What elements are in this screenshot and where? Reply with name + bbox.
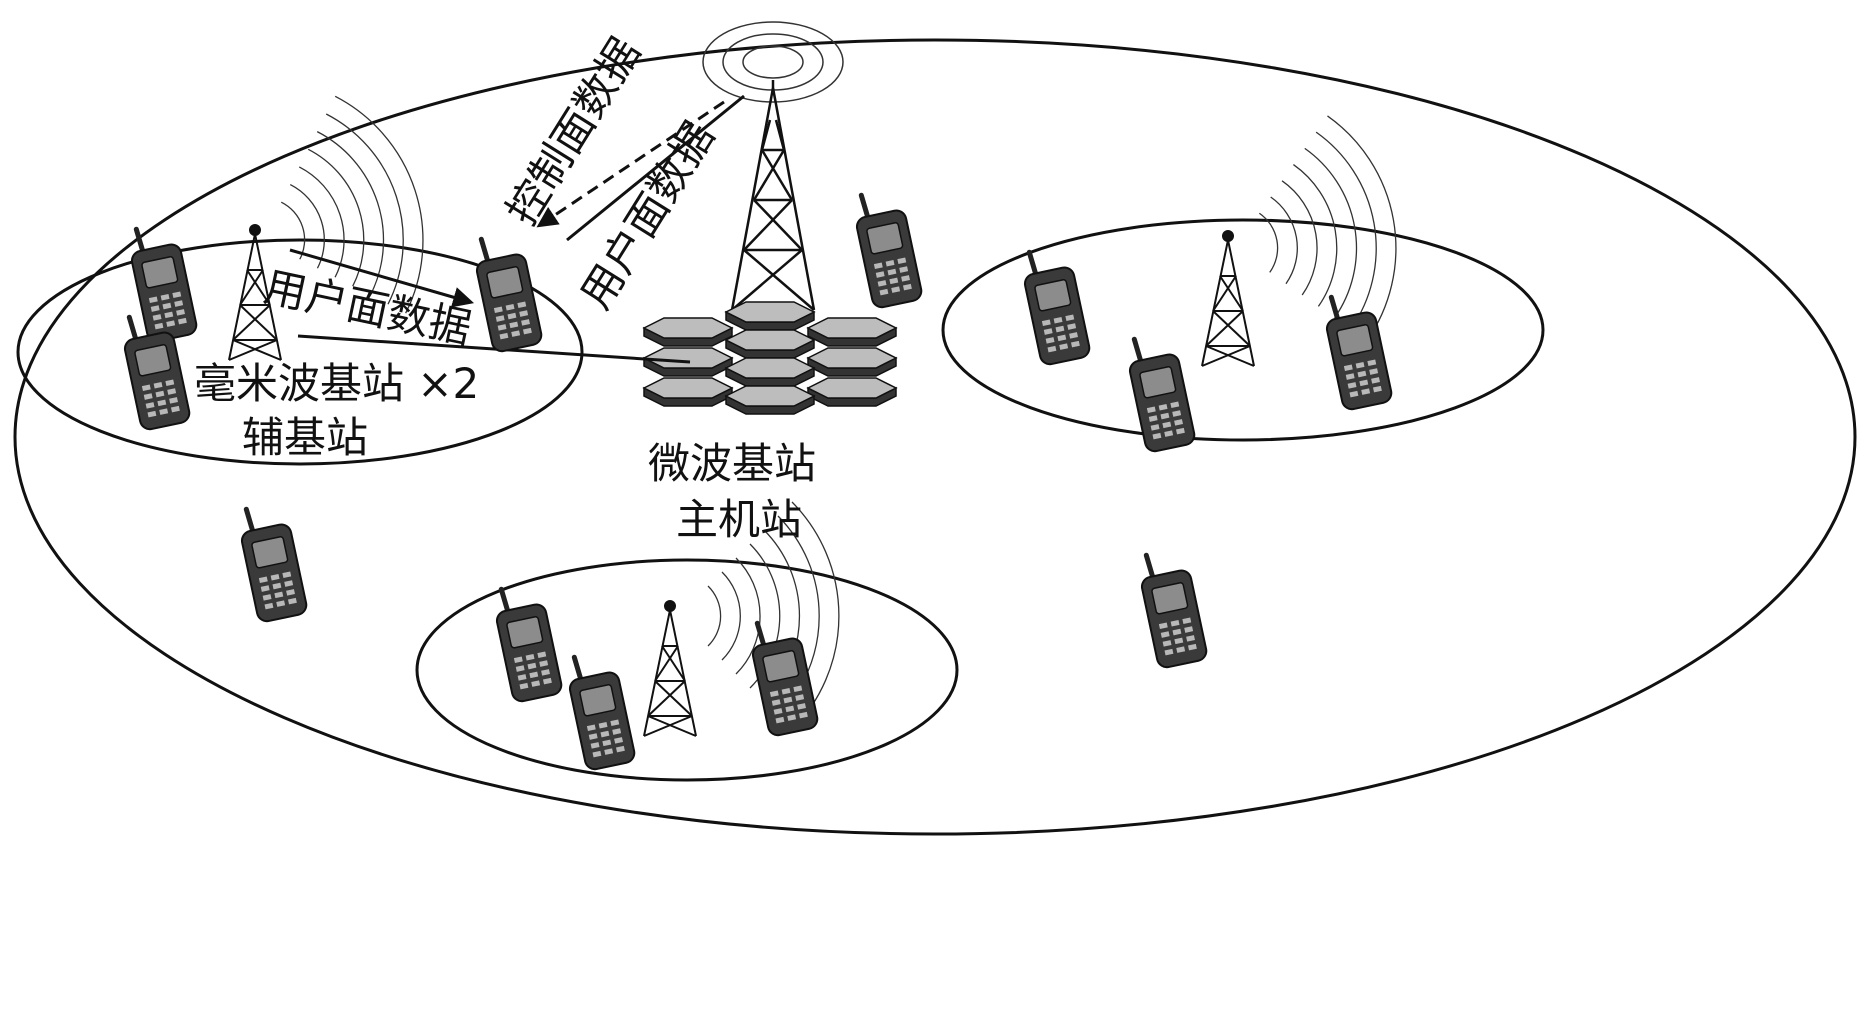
small-cell-right [941,218,1545,442]
small-cell-bottom [415,558,959,782]
master-station-label: 主机站 [676,495,802,544]
mobile-phone-icon [747,615,820,737]
microwave-station-label: 微波基站 [648,439,816,488]
mobile-phone-icon [471,231,544,353]
hexagon-cell-icon [643,301,897,415]
mobile-phone-icon [1136,547,1209,669]
mobile-phone-icon [236,501,309,623]
mobile-phone-icon [851,187,924,309]
cell-tower-icon [730,80,816,311]
secondary-station-label: 辅基站 [242,413,368,462]
mmwave-tower-right [1201,107,1414,367]
mmwave-station-label: 毫米波基站 ×2 [194,359,479,408]
mobile-phone-icon [491,581,564,703]
macro-cell-boundary [13,38,1857,836]
backhaul-link [297,334,691,364]
small-cell-user-plane-arrow [289,248,475,308]
mobile-phone-icon [1321,289,1394,411]
mobile-phone-icon [1124,331,1197,453]
macro-user-plane-link [566,94,745,242]
mobile-phone-icon [1019,244,1092,366]
small-cell-left [16,238,584,466]
mobile-phone-icon [564,649,637,771]
